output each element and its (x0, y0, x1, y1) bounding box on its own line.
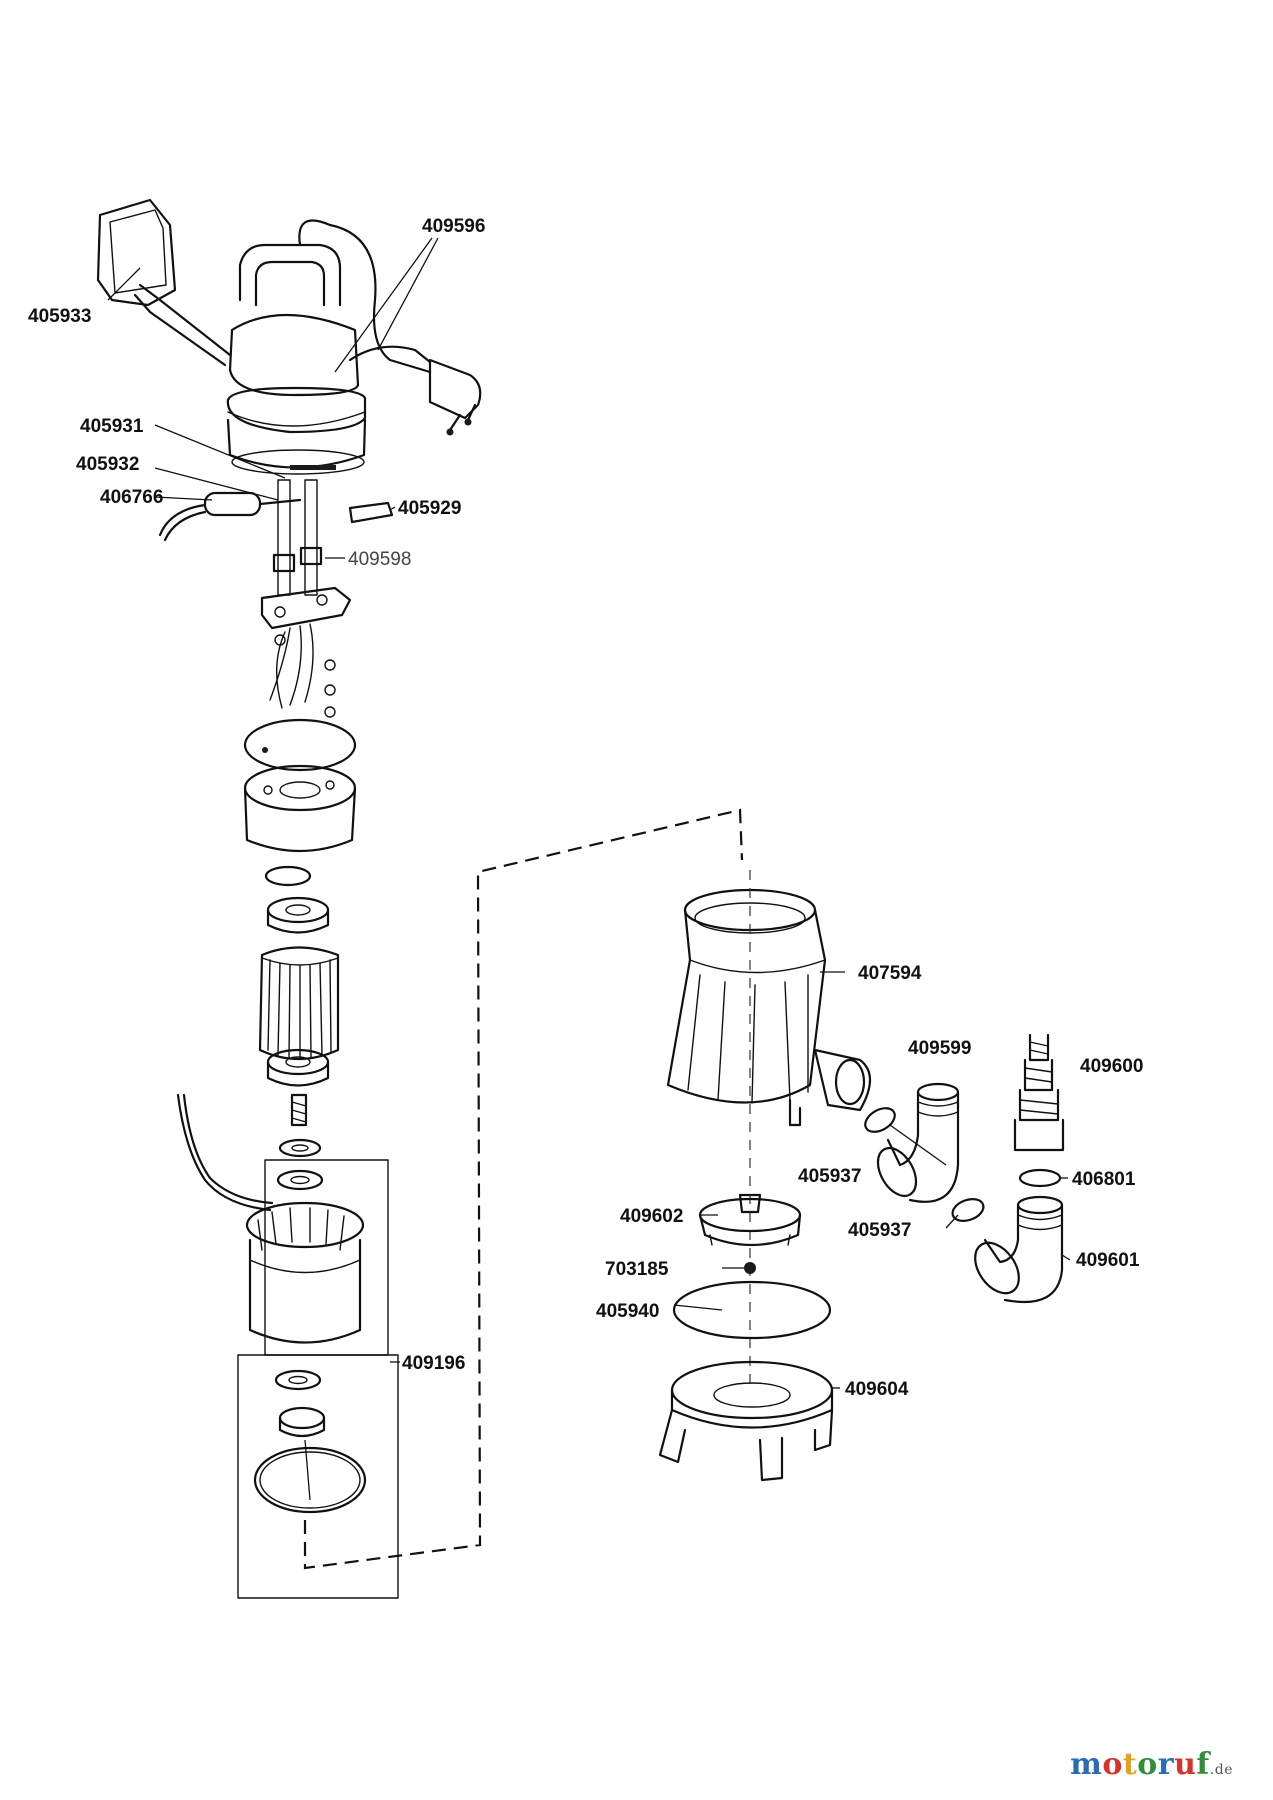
rotor (258, 946, 340, 1061)
watermark-letter: t (1122, 1747, 1138, 1782)
watermark-text: motoruf (1070, 1747, 1210, 1782)
o-ring-406801 (1018, 1168, 1062, 1188)
callout-409196: 409196 (402, 1353, 465, 1374)
stator-group (176, 1093, 389, 1356)
callout-409596: 409596 (422, 216, 485, 237)
callout-405931: 405931 (80, 416, 144, 437)
pump-housing (666, 888, 872, 1127)
callout-labels: 405933 409596 405931 405932 406766 40592… (28, 216, 1143, 1400)
elbow-409599 (876, 1082, 960, 1203)
snap-ring (264, 865, 312, 887)
terminal-plate (260, 586, 352, 718)
washer (278, 1138, 322, 1158)
shaft-tubes (272, 479, 394, 596)
watermark-logo: motoruf.de (1070, 1747, 1233, 1782)
leader-lines (107, 237, 1071, 1389)
ball (744, 1262, 756, 1274)
watermark-tld: .de (1209, 1762, 1233, 1778)
power-cord (298, 219, 482, 436)
callout-406801: 406801 (1072, 1169, 1136, 1190)
watermark-letter: f (1196, 1747, 1210, 1782)
hose-connector (1013, 1033, 1065, 1152)
bearing-housing (243, 764, 357, 853)
callout-406766: 406766 (100, 487, 163, 508)
pump-base (658, 1360, 834, 1482)
callout-407594: 407594 (858, 963, 922, 984)
watermark-letter: u (1174, 1747, 1197, 1782)
callout-405932: 405932 (76, 454, 139, 475)
callout-409600: 409600 (1080, 1056, 1143, 1077)
o-ring-405940 (672, 1280, 832, 1340)
o-ring-lower (951, 1198, 985, 1222)
callout-405937-lower: 405937 (848, 1220, 911, 1241)
lower-bearing (266, 1048, 330, 1127)
callout-405933: 405933 (28, 306, 91, 327)
callout-409601: 409601 (1076, 1250, 1140, 1271)
watermark-letter: o (1102, 1747, 1123, 1782)
float-switch (96, 198, 232, 367)
upper-bearing (266, 896, 330, 934)
elbow-409601 (974, 1195, 1064, 1304)
callout-405937-upper: 405937 (798, 1166, 861, 1187)
cover-disc (243, 718, 357, 772)
callout-405940: 405940 (596, 1301, 659, 1322)
watermark-letter: r (1157, 1747, 1175, 1782)
seal-group (237, 1354, 399, 1599)
callout-405929: 405929 (398, 498, 461, 519)
watermark-letter: m (1070, 1747, 1103, 1782)
callout-409598: 409598 (348, 549, 411, 570)
callout-703185: 703185 (605, 1259, 669, 1280)
watermark-letter: o (1137, 1747, 1158, 1782)
assembly-connector-line (303, 808, 744, 1570)
callout-409604: 409604 (845, 1379, 909, 1400)
motor-housing (226, 243, 367, 475)
o-ring-upper (864, 1107, 896, 1133)
callout-409602: 409602 (620, 1206, 683, 1227)
capacitor-cable (158, 491, 302, 542)
callout-409599: 409599 (908, 1038, 971, 1059)
